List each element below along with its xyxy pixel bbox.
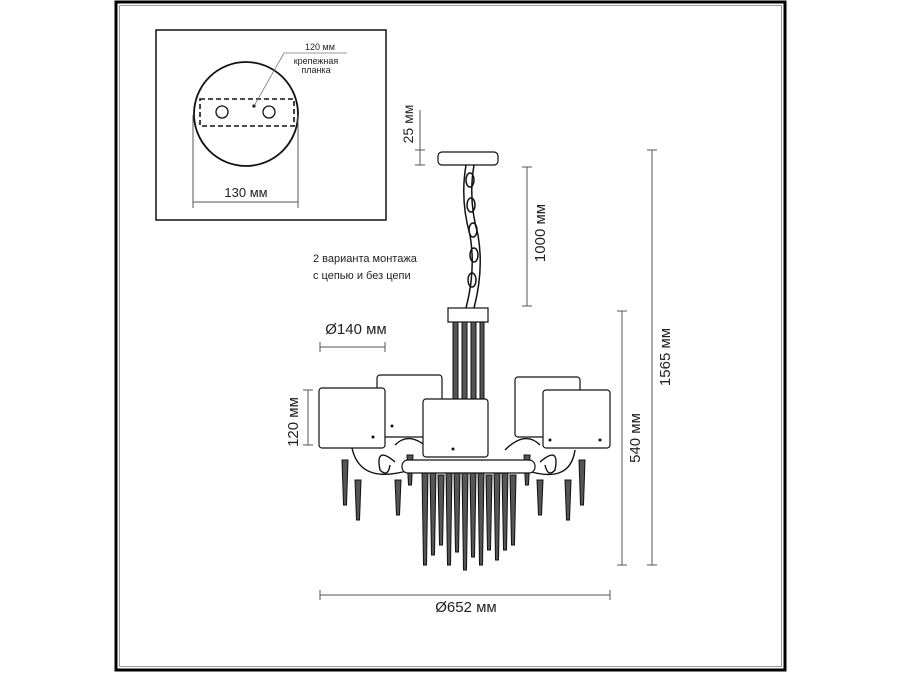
chain-length-label: 1000 мм [532,204,549,262]
bracket-label-2: планка [301,65,330,75]
bracket-size-label: 120 мм [305,42,335,52]
crystal-drop [485,474,493,551]
mounting-note-2: с цепью и без цепи [313,270,411,282]
body-height-label: 540 мм [627,413,644,463]
lamp-shades [318,374,611,458]
crystal-drop [429,469,437,556]
dimension-lines [303,110,657,600]
canopy-height-label: 25 мм [400,105,416,144]
crystal-drop [477,469,485,566]
crystal-drop [564,479,572,521]
total-height-label: 1565 мм [657,328,674,386]
crystal-drop [421,469,429,566]
canopy-circle [193,61,299,167]
chandelier-drawing [318,151,611,571]
crystal-drop [469,471,477,558]
mounting-bracket [199,98,295,127]
crystal-drop [354,479,362,521]
bracket-label: крепежная [294,56,339,66]
crystal-drop [578,459,586,506]
outer-frame [114,0,787,672]
crystal-drop [509,474,517,546]
crystal-drop [536,479,544,516]
crystal-drop [453,471,461,553]
crystal-drop [501,469,509,551]
shade-height-label: 120 мм [285,397,302,447]
overall-diameter-label: Ø652 мм [435,599,497,616]
mounting-note: 2 варианта монтажа [313,253,418,265]
crystal-drop [394,479,402,516]
crystal-drop [493,469,501,561]
crystal-drop [461,469,469,571]
crystal-drop [341,459,349,506]
crystal-drop [445,469,453,566]
crystal-drop [437,474,445,546]
canopy-diameter-label: 130 мм [224,185,267,200]
mounting-inset: 120 мм крепежная планка 130 мм [155,29,387,221]
shade-diameter-label: Ø140 мм [325,321,387,338]
